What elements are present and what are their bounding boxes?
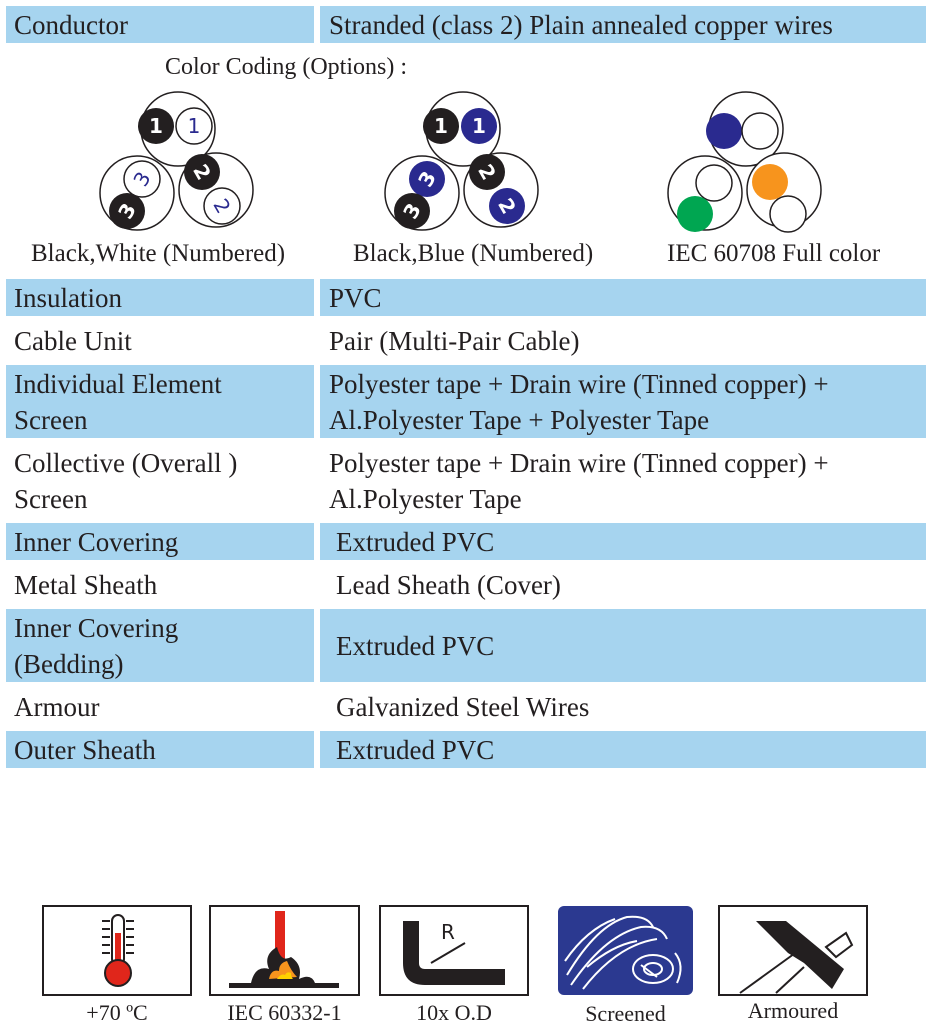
color-option-caption: Black,Blue (Numbered) [353, 240, 594, 267]
spec-value: Extruded PVC [320, 731, 926, 768]
color-option-caption: Black,White (Numbered) [31, 240, 286, 267]
spec-label: Cable Unit [6, 322, 314, 359]
spec-value: Polyester tape + Drain wire (Tinned copp… [320, 444, 926, 517]
spec-label-line: Cable Unit [14, 325, 132, 356]
badge-caption: IEC 60332-1 [227, 1000, 342, 1025]
spec-label: Outer Sheath [6, 731, 314, 768]
spec-label-line: Armour [14, 691, 100, 722]
bend-radius-badge: R [379, 905, 529, 996]
spec-value: Extruded PVC [320, 523, 926, 560]
spec-label-line: Collective (Overall ) [14, 447, 238, 478]
spec-row-collective-screen: Collective (Overall ) Screen Polyester t… [6, 444, 926, 517]
spec-label-line: Inner Covering [14, 526, 179, 557]
spec-value: Stranded (class 2) Plain annealed copper… [320, 6, 926, 43]
spec-label-line: Conductor [14, 9, 128, 40]
spec-value-line: Extruded PVC [336, 630, 495, 661]
spec-value: Extruded PVC [320, 609, 926, 682]
spec-value-line: Polyester tape + Drain wire (Tinned copp… [329, 368, 829, 399]
badge-caption: +70 ºC [86, 1000, 148, 1025]
spec-value-line: Lead Sheath (Cover) [336, 569, 561, 600]
spec-row-inner-covering: Inner Covering Extruded PVC [6, 523, 926, 560]
spec-label: Insulation [6, 279, 314, 316]
spec-value-line: Galvanized Steel Wires [336, 691, 590, 722]
temperature-badge [42, 905, 192, 996]
spec-row-individual-screen: Individual Element Screen Polyester tape… [6, 365, 926, 438]
spec-label: Conductor [6, 6, 314, 43]
spec-value: PVC [320, 279, 926, 316]
screen-icon [558, 906, 693, 995]
badge-caption: 10x O.D [416, 1000, 492, 1025]
spec-row-metal-sheath: Metal Sheath Lead Sheath (Cover) [6, 566, 926, 603]
spec-row-insulation: Insulation PVC [6, 279, 926, 316]
wire-number: 1 [149, 114, 163, 138]
screened-badge [557, 905, 694, 996]
radius-letter: R [441, 920, 455, 944]
wire-number: 1 [472, 114, 486, 138]
spec-value-line: PVC [329, 282, 382, 313]
spec-value-line: Pair (Multi-Pair Cable) [329, 325, 580, 356]
spec-label: Inner Covering [6, 523, 314, 560]
spec-label: Inner Covering (Bedding) [6, 609, 314, 682]
spec-row-cable-unit: Cable Unit Pair (Multi-Pair Cable) [6, 322, 926, 359]
spec-value-line: Stranded (class 2) Plain annealed copper… [329, 9, 833, 40]
spec-value: Lead Sheath (Cover) [320, 566, 926, 603]
spec-value: Pair (Multi-Pair Cable) [320, 322, 926, 359]
color-option-caption: IEC 60708 Full color [667, 240, 881, 267]
spec-label-line: Inner Covering [14, 612, 179, 643]
spec-label: Armour [6, 688, 314, 725]
spec-value-line: Polyester tape + Drain wire (Tinned copp… [329, 447, 829, 478]
spec-label: Individual Element Screen [6, 365, 314, 438]
spec-row-conductor: Conductor Stranded (class 2) Plain annea… [6, 6, 926, 43]
wire-number: 1 [434, 114, 448, 138]
armour-icon [739, 921, 854, 994]
wire-number: 1 [188, 114, 201, 138]
color-coding-title: Color Coding (Options) : [165, 54, 408, 80]
spec-label-line: (Bedding) [14, 648, 124, 679]
spec-row-outer-sheath: Outer Sheath Extruded PVC [6, 731, 926, 768]
spec-label-line: Individual Element [14, 368, 222, 399]
spec-value-line: Extruded PVC [336, 734, 495, 765]
flame-icon [229, 911, 339, 988]
thermometer-icon [102, 914, 134, 987]
spec-label-line: Screen [14, 483, 88, 514]
spec-label: Metal Sheath [6, 566, 314, 603]
spec-label: Collective (Overall ) Screen [6, 444, 314, 517]
cable-full-color-icon [667, 91, 822, 233]
armoured-badge [718, 905, 868, 996]
spec-value: Galvanized Steel Wires [320, 688, 926, 725]
spec-value-line: Extruded PVC [336, 526, 495, 557]
spec-value-line: Al.Polyester Tape [329, 483, 522, 514]
cable-blue-numbered-icon: 1 1 3 2 3 2 [384, 91, 539, 231]
flame-badge [209, 905, 360, 996]
bend-radius-icon: R [403, 920, 505, 985]
spec-row-bedding: Inner Covering (Bedding) Extruded PVC [6, 609, 926, 682]
badge-caption: Screened [585, 1001, 666, 1026]
spec-label-line: Insulation [14, 282, 122, 313]
spec-row-armour: Armour Galvanized Steel Wires [6, 688, 926, 725]
badge-caption: Armoured [747, 998, 839, 1023]
spec-label-line: Metal Sheath [14, 569, 158, 600]
spec-value: Polyester tape + Drain wire (Tinned copp… [320, 365, 926, 438]
cable-bw-numbered-icon: 1 1 3 2 3 2 [99, 91, 254, 231]
spec-value-line: Al.Polyester Tape + Polyester Tape [329, 404, 710, 435]
spec-label-line: Outer Sheath [14, 734, 156, 765]
spec-label-line: Screen [14, 404, 88, 435]
